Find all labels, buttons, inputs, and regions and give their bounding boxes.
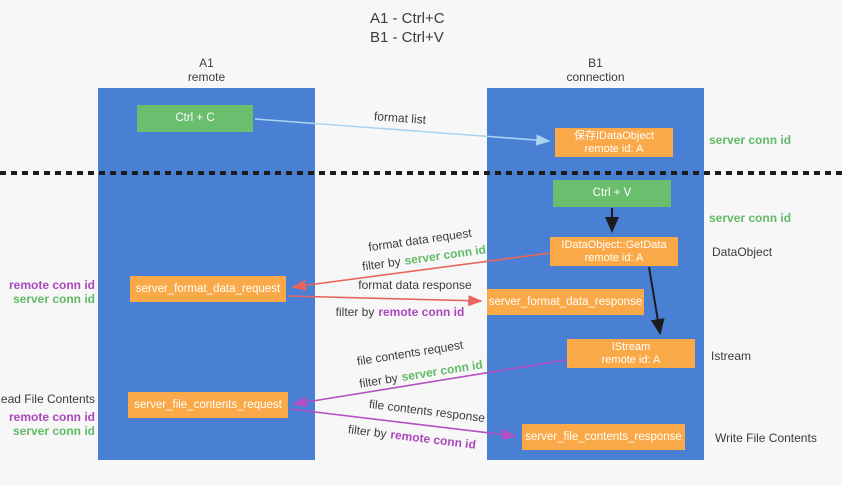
node-ctrl-v-label: Ctrl + V [592,187,632,199]
node-istream-line1: IStream [611,340,651,353]
label-write-file-contents: Write File Contents [715,431,817,445]
node-server-format-data-response-label: server_format_data_response [488,295,643,308]
title-line-a1: A1 - Ctrl+C [370,10,445,27]
node-server-format-data-response: server_format_data_response [487,289,644,315]
diagram-title: A1 - Ctrl+C B1 - Ctrl+V [370,9,445,47]
format-data-response-arrow [287,295,483,307]
filter-by-text: filter by [335,305,375,319]
lane-a1-name: A1 [199,56,214,70]
node-ctrl-c-label: Ctrl + C [175,112,215,124]
label-dataobject: DataObject [712,245,773,259]
lane-header-a1: A1 remote [98,56,315,84]
node-save-idataobject: 保存IDataObject remote id: A [555,128,673,157]
node-server-file-contents-response-label: server_file_contents_response [525,430,682,443]
label-istream: Istream [711,349,752,363]
node-server-file-contents-request-label: server_file_contents_request [134,398,282,411]
lane-b1-type: connection [566,70,625,84]
server-conn-id-text: server conn id [400,357,484,384]
lane-b1-name: B1 [588,56,603,70]
label-server-conn-id-right-top: server conn id [709,133,792,147]
node-server-file-contents-response: server_file_contents_response [522,424,685,450]
title-line-b1: B1 - Ctrl+V [370,29,444,46]
filter-by-text: filter by [361,254,402,274]
label-server-conn-id: server conn id [12,424,95,438]
node-ctrl-c: Ctrl + C [137,105,253,132]
label-server-conn-id-right-mid: server conn id [709,211,792,225]
label-read-file-contents: Read File Contents [0,392,95,406]
filter-by-text: filter by [358,370,399,391]
node-server-format-data-request-label: server_format_data_request [135,282,281,295]
remote-conn-id-text: remote conn id [389,427,477,452]
filter-by-text: filter by [347,422,388,441]
lane-a1-type: remote [187,70,226,84]
label-format-list: format list [373,109,427,127]
node-istream: IStream remote id: A [567,339,695,368]
lane-header-b1: B1 connection [487,56,704,84]
label-remote-conn-id: remote conn id [8,410,95,424]
label-conn-ids-left-top: remote conn id server conn id [9,278,95,306]
remote-conn-id-text: remote conn id [378,305,465,319]
node-server-file-contents-request: server_file_contents_request [128,392,288,418]
label-file-contents-response: file contents response [368,396,486,426]
label-format-data-response: format data response [358,278,472,292]
node-getdata-line1: IDataObject::GetData [561,238,667,251]
label-conn-ids-left-bottom: remote conn id server conn id [9,410,95,438]
node-idataobject-getdata: IDataObject::GetData remote id: A [550,237,678,266]
node-ctrl-v: Ctrl + V [553,180,671,207]
label-server-conn-id: server conn id [12,292,95,306]
node-istream-line2: remote id: A [601,353,661,366]
node-save-idataobject-line2: remote id: A [584,142,644,155]
node-getdata-line2: remote id: A [584,251,644,264]
node-server-format-data-request: server_format_data_request [130,276,286,302]
node-save-idataobject-line1: 保存IDataObject [573,129,655,142]
label-remote-conn-id: remote conn id [8,278,95,292]
